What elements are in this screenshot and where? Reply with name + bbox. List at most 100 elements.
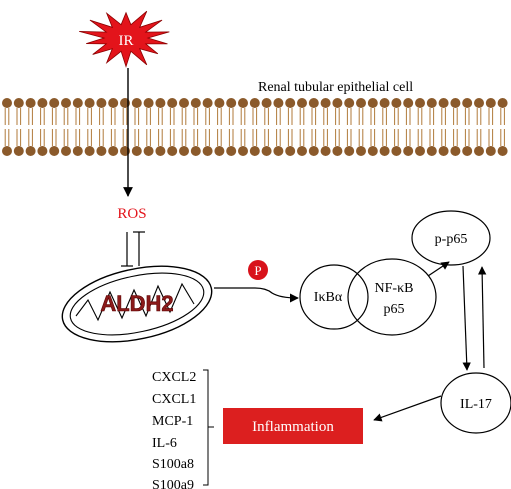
ir-burst: IR bbox=[79, 10, 170, 68]
lipid-head bbox=[72, 98, 83, 108]
lipid-head bbox=[202, 98, 213, 108]
inflammation-box: Inflammation bbox=[223, 408, 363, 444]
lipid-head bbox=[2, 146, 12, 156]
lipid-head bbox=[108, 146, 119, 156]
lipid-head bbox=[72, 146, 83, 156]
ikba-ellipse bbox=[299, 264, 369, 330]
mediator-item: S100a8 bbox=[152, 457, 194, 472]
lipid-head bbox=[379, 98, 390, 108]
phosphate-marker: P bbox=[248, 260, 268, 280]
pp65-node: p-p65 bbox=[411, 210, 491, 266]
ikba-label: IκBα bbox=[314, 290, 343, 305]
lipid-head bbox=[249, 98, 260, 108]
mitochondrion: ALDH2 bbox=[61, 265, 213, 343]
lipid-head bbox=[356, 98, 366, 108]
lipid-head bbox=[49, 98, 60, 108]
aldh2-label: ALDH2 bbox=[100, 291, 173, 316]
lipid-head bbox=[438, 98, 449, 108]
lipid-head bbox=[485, 146, 496, 156]
lipid-head bbox=[308, 146, 319, 156]
lipid-head bbox=[332, 98, 343, 108]
lipid-head bbox=[403, 146, 414, 156]
mediator-bracket bbox=[203, 369, 214, 486]
lipid-head bbox=[249, 146, 260, 156]
p65-label: p65 bbox=[384, 302, 405, 317]
pp65-label: p-p65 bbox=[435, 232, 468, 247]
nfkb-complex: IκBα NF-κB p65 bbox=[299, 258, 437, 336]
lipid-head bbox=[415, 98, 425, 108]
lipid-head bbox=[190, 98, 201, 108]
lipid-head bbox=[13, 98, 24, 108]
lipid-head bbox=[84, 98, 95, 108]
lipid-head bbox=[297, 146, 307, 156]
lipid-head bbox=[391, 146, 402, 156]
lipid-head bbox=[403, 98, 414, 108]
lipid-head bbox=[238, 98, 248, 108]
lipid-head bbox=[226, 146, 237, 156]
lipid-head bbox=[84, 146, 95, 156]
lipid-head bbox=[25, 98, 36, 108]
lipid-head bbox=[49, 146, 60, 156]
lipid-head bbox=[2, 98, 12, 108]
lipid-head bbox=[367, 98, 378, 108]
lipid-head bbox=[96, 98, 107, 108]
lipid-head bbox=[332, 146, 343, 156]
lipid-head bbox=[285, 98, 296, 108]
lipid-head bbox=[462, 98, 473, 108]
mediator-item: MCP-1 bbox=[152, 414, 193, 429]
lipid-head bbox=[438, 146, 449, 156]
lipid-head bbox=[344, 98, 355, 108]
lipid-head bbox=[415, 146, 425, 156]
lipid-head bbox=[308, 98, 319, 108]
lipid-head bbox=[356, 146, 366, 156]
lipid-head bbox=[37, 146, 48, 156]
ir-label: IR bbox=[119, 33, 134, 49]
lipid-head bbox=[497, 98, 508, 108]
lipid-head bbox=[497, 146, 508, 156]
lipid-head bbox=[474, 146, 484, 156]
lipid-head bbox=[96, 146, 107, 156]
lipid-head bbox=[155, 98, 166, 108]
lipid-head bbox=[238, 146, 248, 156]
lipid-head bbox=[190, 146, 201, 156]
lipid-head bbox=[131, 146, 142, 156]
lipid-head bbox=[344, 146, 355, 156]
inflammation-label: Inflammation bbox=[252, 419, 334, 435]
lipid-head bbox=[261, 98, 272, 108]
lipid-head bbox=[474, 98, 484, 108]
lipid-head bbox=[37, 98, 48, 108]
lipid-head bbox=[297, 98, 307, 108]
lipid-head bbox=[391, 98, 402, 108]
lipid-head bbox=[167, 98, 178, 108]
nfkb-ellipse bbox=[347, 258, 437, 336]
lipid-head bbox=[426, 146, 437, 156]
lipid-head bbox=[61, 146, 71, 156]
lipid-head bbox=[155, 146, 166, 156]
lipid-head bbox=[143, 98, 154, 108]
lipid-head bbox=[214, 98, 225, 108]
lipid-head bbox=[273, 146, 284, 156]
lipid-head bbox=[450, 146, 461, 156]
lipid-head bbox=[143, 146, 154, 156]
il17-node: IL-17 bbox=[440, 372, 511, 434]
cell-label: Renal tubular epithelial cell bbox=[258, 80, 413, 95]
lipid-head bbox=[485, 98, 496, 108]
lipid-head bbox=[226, 98, 237, 108]
il17-to-pp65-arrow bbox=[477, 266, 487, 369]
mediator-list: CXCL2 CXCL1 MCP-1 IL-6 S100a8 S100a9 bbox=[152, 369, 214, 489]
il17-label: IL-17 bbox=[460, 397, 492, 412]
lipid-head bbox=[179, 98, 189, 108]
mediator-item: CXCL1 bbox=[152, 392, 196, 407]
aldh2-to-ikba-arrow bbox=[214, 287, 299, 303]
lipid-head bbox=[285, 146, 296, 156]
lipid-head bbox=[450, 98, 461, 108]
ros-label: ROS bbox=[117, 206, 146, 222]
lipid-head bbox=[273, 98, 284, 108]
nfkb-label: NF-κB bbox=[375, 281, 414, 296]
il17-to-inflammation-arrow bbox=[373, 395, 442, 422]
lipid-head bbox=[179, 146, 189, 156]
mediator-item: CXCL2 bbox=[152, 370, 196, 385]
pp65-to-il17-arrow bbox=[462, 265, 471, 371]
inflammation-rect bbox=[223, 408, 363, 444]
